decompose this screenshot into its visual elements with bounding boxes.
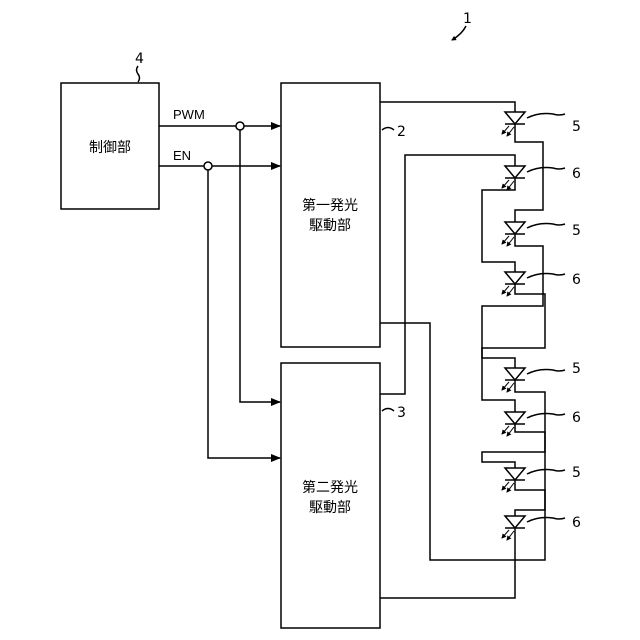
led-4-icon — [502, 272, 525, 296]
first-driver-label-line2: 駆動部 — [309, 218, 351, 234]
en-signal-label: EN — [173, 148, 191, 163]
led-ref-3: 5 — [572, 223, 581, 239]
led-1-icon — [502, 112, 525, 136]
led-ref-leader-5 — [527, 370, 565, 375]
led-ref-5: 5 — [572, 361, 581, 377]
led-ref-4: 6 — [572, 272, 581, 288]
led-3-icon — [502, 222, 525, 246]
second-driver-ref: 3 — [397, 405, 406, 421]
control-unit-label: 制御部 — [89, 140, 131, 156]
led-ref-leader-3 — [527, 224, 565, 229]
led-8-icon — [502, 516, 525, 540]
first-driver-ref: 2 — [397, 124, 406, 140]
led-ref-leader-7 — [527, 470, 565, 475]
led-ref-1: 5 — [572, 119, 581, 135]
first-driver-label-line1: 第一発光 — [302, 197, 358, 214]
led-7-icon — [502, 468, 525, 492]
figure-ref-label: 1 — [463, 11, 472, 27]
pwm-junction — [236, 122, 244, 130]
led-5-icon — [502, 368, 525, 392]
led-ref-leader-2 — [527, 168, 565, 173]
led-ref-7: 5 — [572, 465, 581, 481]
first-driver-box — [281, 83, 380, 347]
led-ref-leader-4 — [527, 274, 565, 279]
first-driver-ref-leader — [382, 128, 394, 131]
led-ref-leader-8 — [527, 518, 565, 523]
control-unit-ref-leader — [137, 66, 140, 82]
led-ref-leader-1 — [527, 114, 565, 119]
led-ref-8: 6 — [572, 515, 581, 531]
led-ref-leader-6 — [527, 414, 565, 419]
second-driver-label-line1: 第二発光 — [302, 479, 358, 496]
en-branch-line — [208, 170, 280, 458]
led-ref-2: 6 — [572, 166, 581, 182]
pwm-branch-line — [240, 130, 280, 402]
pwm-signal-label: PWM — [173, 107, 205, 122]
control-unit-ref: 4 — [135, 51, 144, 67]
led-ref-6: 6 — [572, 410, 581, 426]
en-junction — [204, 162, 212, 170]
second-driver-ref-leader — [382, 409, 394, 412]
second-driver-label-line2: 駆動部 — [309, 500, 351, 516]
figure-ref-arrow — [452, 26, 466, 40]
led-2-icon — [502, 166, 525, 190]
